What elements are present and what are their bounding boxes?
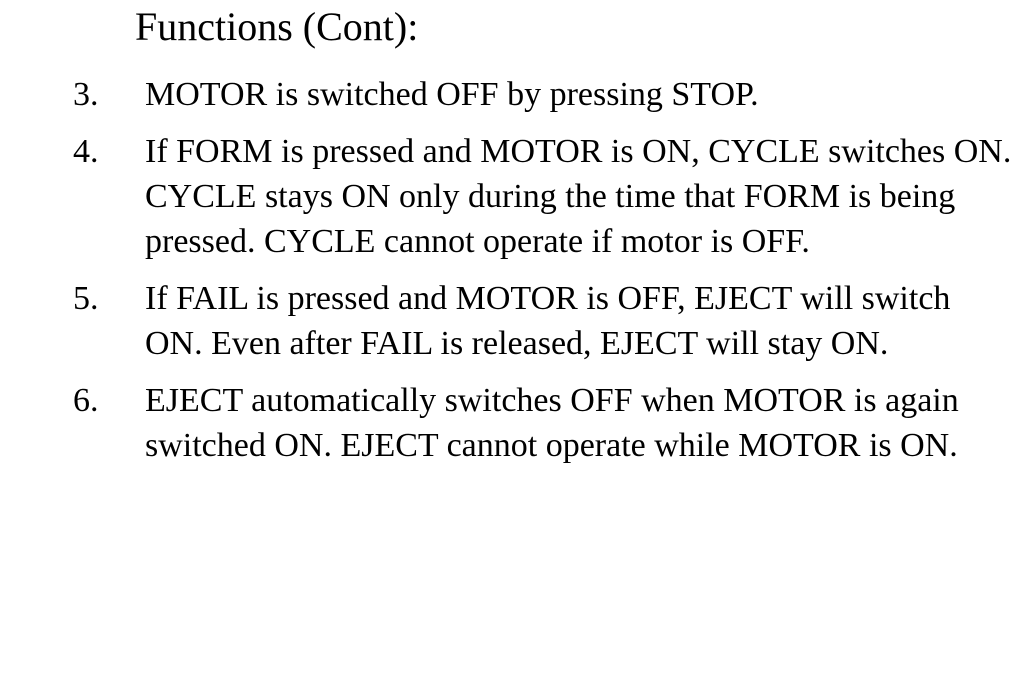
item-number: 4. — [73, 133, 99, 170]
item-text: MOTOR is switched OFF by pressing STOP. — [145, 76, 759, 113]
list-item: 3. MOTOR is switched OFF by pressing STO… — [0, 72, 1015, 117]
item-text: If FORM is pressed and MOTOR is ON, CYCL… — [145, 133, 1012, 260]
item-text: If FAIL is pressed and MOTOR is OFF, EJE… — [145, 280, 951, 362]
slide-title: Functions (Cont): — [135, 4, 419, 49]
item-number: 5. — [73, 280, 99, 317]
list-item: 5. If FAIL is pressed and MOTOR is OFF, … — [0, 276, 1015, 366]
list-item: 6. EJECT automatically switches OFF when… — [0, 378, 1015, 468]
functions-list: 3. MOTOR is switched OFF by pressing STO… — [0, 72, 1024, 480]
item-number: 3. — [73, 76, 99, 113]
list-item: 4. If FORM is pressed and MOTOR is ON, C… — [0, 129, 1015, 264]
item-number: 6. — [73, 382, 99, 419]
item-text: EJECT automatically switches OFF when MO… — [145, 382, 959, 464]
